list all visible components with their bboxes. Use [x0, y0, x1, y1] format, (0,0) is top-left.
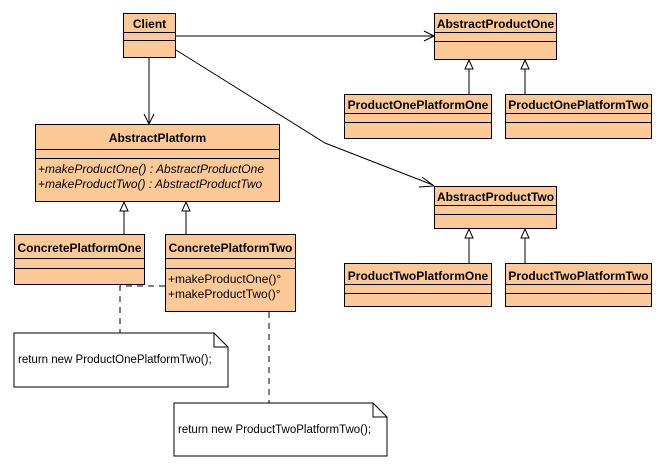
- note-one-text: return new ProductOnePlatformTwo();: [18, 354, 212, 366]
- attributes-compartment: [506, 284, 651, 293]
- operations-compartment: [435, 214, 556, 225]
- attributes-compartment: [124, 32, 175, 40]
- class-name: ConcretePlatformTwo: [168, 241, 293, 255]
- class-name: ProductTwoPlatformTwo: [508, 269, 649, 283]
- class-name: Client: [132, 17, 167, 31]
- class-product-two-platform-one[interactable]: ProductTwoPlatformOne: [344, 263, 492, 307]
- class-abstract-platform[interactable]: AbstractPlatform +makeProductOne() : Abs…: [35, 124, 280, 202]
- operations-compartment: +makeProductOne()° +makeProductTwo()°: [166, 268, 295, 302]
- generalization-triangle: [464, 58, 474, 70]
- class-product-one-platform-two[interactable]: ProductOnePlatformTwo: [505, 94, 652, 139]
- client-to-abstract-product-two-association: [175, 49, 434, 186]
- generalization-triangle: [520, 58, 530, 70]
- operations-compartment: [435, 41, 556, 52]
- note-two-shape: [173, 402, 388, 457]
- generalization-triangle: [520, 227, 530, 239]
- class-name: AbstractPlatform: [108, 131, 207, 145]
- class-concrete-platform-one[interactable]: ConcretePlatformOne: [14, 234, 145, 285]
- attributes-compartment: [506, 113, 651, 122]
- class-product-two-platform-two[interactable]: ProductTwoPlatformTwo: [505, 263, 652, 307]
- attributes-compartment: [345, 284, 491, 293]
- note-two-fold: [372, 403, 387, 418]
- class-name: ProductOnePlatformTwo: [508, 98, 649, 112]
- generalization-triangle: [181, 200, 191, 212]
- note-two-text: return new ProductTwoPlatformTwo();: [178, 423, 372, 436]
- class-product-one-platform-one[interactable]: ProductOnePlatformOne: [344, 94, 492, 139]
- operations-compartment: +makeProductOne() : AbstractProductOne +…: [36, 158, 279, 192]
- operations-compartment: [345, 122, 491, 133]
- operation-make-product-two: +makeProductTwo()°: [168, 287, 281, 301]
- attributes-compartment: [345, 113, 491, 122]
- operations-compartment: [506, 293, 651, 304]
- attributes-compartment: [166, 258, 295, 268]
- class-name: AbstractProductTwo: [436, 190, 555, 204]
- operations-compartment: [506, 122, 651, 133]
- note-one: return new ProductOnePlatformTwo();: [14, 333, 228, 387]
- attributes-compartment: [36, 149, 279, 158]
- class-name: ProductOnePlatformOne: [347, 98, 489, 112]
- note-one-shape: [13, 332, 229, 388]
- attributes-compartment: [435, 32, 556, 41]
- generalization-triangle: [464, 227, 474, 239]
- class-client[interactable]: Client: [123, 13, 176, 58]
- operation-make-product-one: +makeProductOne() : AbstractProductOne: [38, 162, 264, 176]
- operation-make-product-one: +makeProductOne()°: [168, 272, 282, 286]
- operations-compartment: [15, 268, 144, 279]
- class-concrete-platform-two[interactable]: ConcretePlatformTwo +makeProductOne()° +…: [165, 234, 296, 312]
- note-one-fold: [213, 333, 228, 348]
- generalization-triangle: [119, 200, 129, 212]
- operations-compartment: [124, 40, 175, 51]
- operations-compartment: [345, 293, 491, 304]
- attributes-compartment: [435, 205, 556, 214]
- class-name: ProductTwoPlatformOne: [347, 269, 489, 283]
- class-abstract-product-one[interactable]: AbstractProductOne: [434, 13, 557, 60]
- note-two: return new ProductTwoPlatformTwo();: [174, 403, 387, 456]
- class-name: ConcretePlatformOne: [17, 241, 142, 255]
- operation-make-product-two: +makeProductTwo() : AbstractProductTwo: [38, 177, 263, 191]
- class-abstract-product-two[interactable]: AbstractProductTwo: [434, 186, 557, 229]
- attributes-compartment: [15, 258, 144, 268]
- class-name: AbstractProductOne: [436, 17, 555, 31]
- note-one-anchor: [119, 285, 165, 333]
